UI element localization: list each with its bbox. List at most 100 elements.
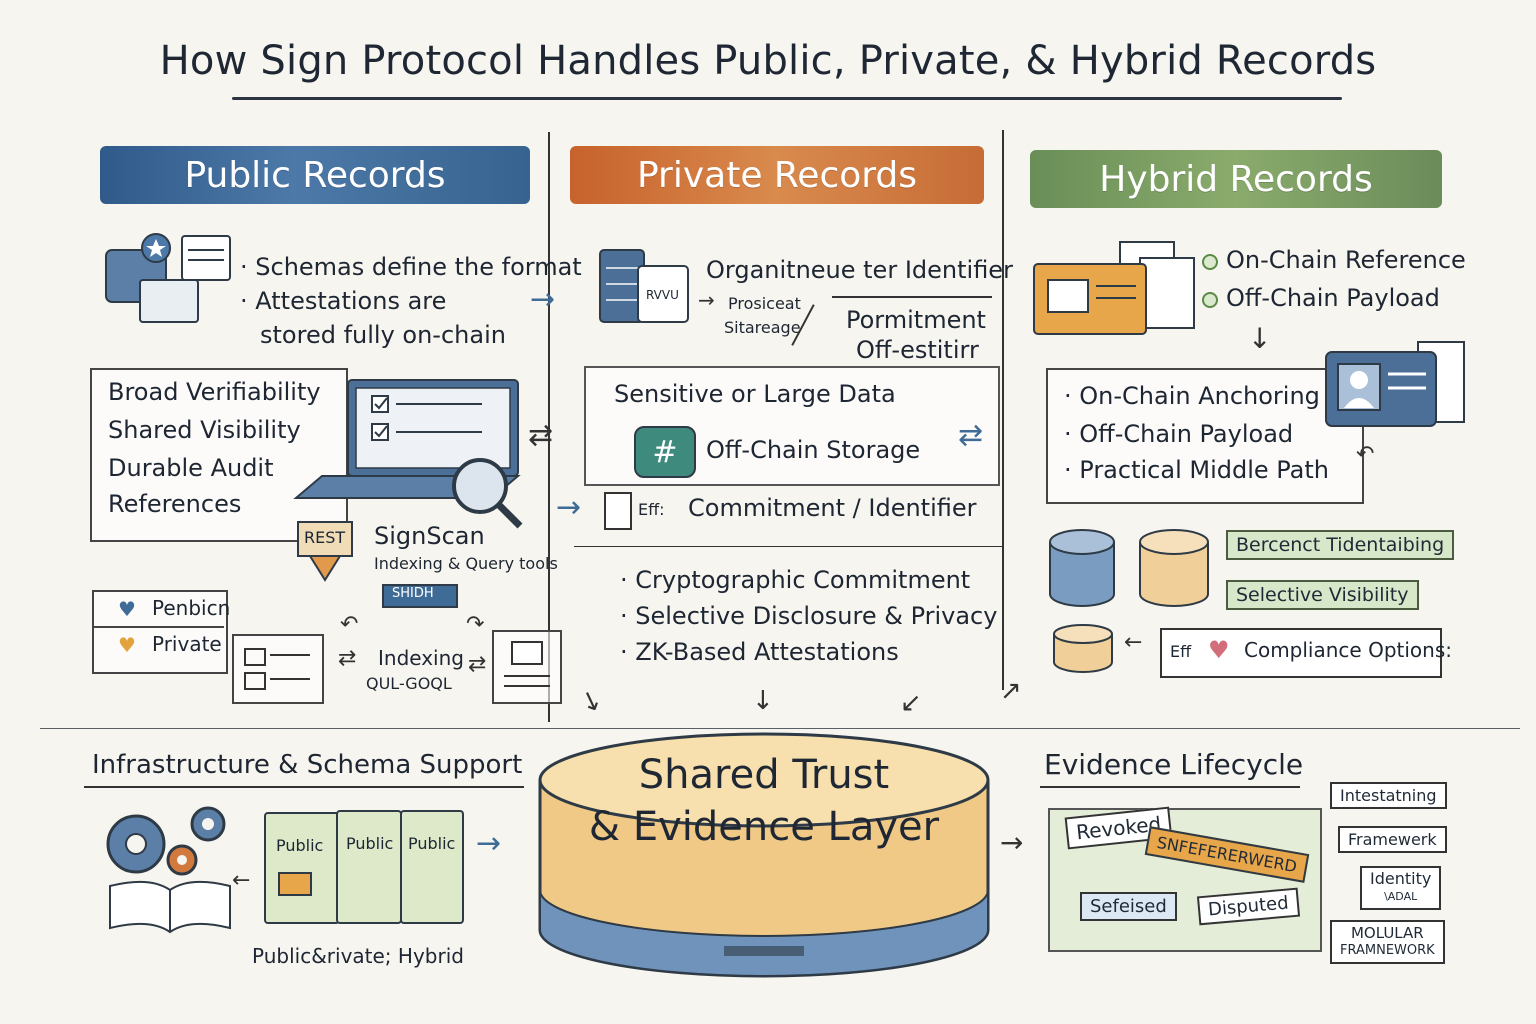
signscan-subtitle: Indexing & Query tools — [374, 554, 558, 573]
private-bullet-2: · Selective Disclosure & Privacy — [620, 602, 997, 630]
search-bar[interactable]: SHIDH — [382, 584, 458, 608]
rest-label: REST — [304, 528, 345, 547]
lifecycle-heading: Evidence Lifecycle — [1044, 748, 1303, 781]
tag-modular: MOLULAR FRAMNEWORK — [1330, 920, 1445, 964]
id-card-icon — [1322, 338, 1472, 434]
private-section-divider — [574, 546, 1004, 547]
hybrid-bullet-1: · On-Chain Anchoring — [1064, 382, 1320, 410]
public-records-banner: Public Records — [100, 146, 530, 204]
hash-icon: # — [634, 426, 696, 478]
core-line-1: Shared Trust — [534, 752, 994, 798]
tag-bercenct: Bercenct Tidentaibing — [1226, 530, 1454, 560]
core-line-2: & Evidence Layer — [534, 804, 994, 850]
tag-identity: Identity \ADAL — [1360, 866, 1441, 910]
arrow-to-doc: ↷ — [466, 612, 484, 637]
arrow-book-to-docs: ← — [232, 868, 250, 893]
prop-durable-audit: Durable Audit — [108, 454, 274, 482]
database-cylinders-icon — [1046, 528, 1222, 610]
arrow-public-to-core: ↘ — [576, 683, 607, 719]
doc-badge-label: RVVU — [646, 288, 679, 302]
arrow-to-commitment: → — [556, 490, 581, 525]
arrow-private-to-core: ↓ — [752, 686, 774, 716]
tag-intestatning: Intestatning — [1330, 782, 1447, 809]
identity-sub-label: \ADAL — [1370, 888, 1431, 906]
seleised-tag: Sefeised — [1080, 892, 1177, 921]
heart-check-icon: ♥ — [1208, 636, 1230, 664]
public-bullet-3: stored fully on-chain — [260, 321, 506, 349]
arrow-curve-hybrid: ↶ — [1356, 442, 1374, 467]
arrow-public-to-private: → — [530, 282, 555, 317]
search-bar-label: SHIDH — [392, 586, 434, 601]
public-doc-label-2: Public — [346, 834, 393, 853]
heart-icon-blue: ♥ — [118, 597, 136, 621]
public-bullet-2: · Attestations are — [240, 287, 446, 315]
form-line-2 — [270, 678, 310, 680]
offchain-storage-label: Off-Chain Storage — [706, 436, 920, 464]
infra-caption: Public&rivate; Hybrid — [252, 944, 464, 968]
arrow-to-prosiceat: → — [698, 288, 715, 312]
sensitive-data-label: Sensitive or Large Data — [614, 380, 896, 408]
identity-label: Identity — [1370, 870, 1431, 888]
prop-references: References — [108, 490, 241, 518]
arrow-private-hybrid-bidirectional: ⇄ — [958, 418, 983, 453]
gears-book-icon — [90, 804, 240, 934]
public-doc-card-3: Public — [400, 810, 464, 924]
form-checkbox-2 — [244, 672, 266, 690]
signscan-title: SignScan — [374, 522, 485, 550]
records-table-divider — [92, 626, 224, 628]
database-small-icon — [1050, 624, 1116, 674]
arrow-core-to-lifecycle: → — [1000, 826, 1023, 859]
arrow-public-private-bidirectional: ⇄ — [528, 418, 553, 453]
query-label: QUL-GOQL — [366, 674, 452, 693]
prosiceat-label: Prosiceat — [728, 294, 801, 313]
public-devices-icon — [104, 232, 234, 327]
arrow-core-to-hybrid: ↗ — [1000, 676, 1022, 706]
form-checkbox-1 — [244, 648, 266, 666]
offchain-payload-ref-label: Off-Chain Payload — [1226, 284, 1440, 312]
lifecycle-underline — [1040, 786, 1300, 788]
tag-framewerk: Framewerk — [1338, 826, 1447, 853]
public-doc-card-1: Public — [264, 812, 340, 924]
tag-selective-visibility: Selective Visibility — [1226, 580, 1419, 610]
bullet-dot-onchain — [1202, 254, 1218, 270]
server-doc-icon: RVVU — [598, 248, 694, 328]
offestitirr-label: Off-estitirr — [856, 336, 979, 364]
page-title: How Sign Protocol Handles Public, Privat… — [0, 38, 1536, 84]
indexing-label: Indexing — [378, 646, 464, 670]
hybrid-folder-docs-icon — [1030, 236, 1200, 340]
public-doc-card-2: Public — [336, 810, 402, 924]
public-bullet-1: · Schemas define the format — [240, 253, 582, 281]
public-doc-label-1: Public — [276, 836, 323, 855]
row-label-public: Penbicn — [152, 596, 230, 620]
commitment-identifier-label: Commitment / Identifier — [688, 494, 977, 522]
arrow-down-hybrid: ↓ — [1248, 322, 1271, 355]
doc-icon — [492, 630, 562, 704]
arrow-to-compliance: ← — [1124, 630, 1142, 655]
org-identifier-label: Organitneue ter Identifier — [706, 256, 1013, 284]
id-card-mini-icon — [278, 872, 312, 896]
hybrid-records-banner: Hybrid Records — [1030, 150, 1442, 208]
modular-label: MOLULAR — [1340, 924, 1435, 942]
eff-label-private: Eff: — [638, 500, 665, 519]
heart-icon-yellow: ♥ — [118, 633, 136, 657]
title-underline — [232, 97, 1342, 100]
hybrid-bullet-2: · Off-Chain Payload — [1064, 420, 1293, 448]
infrastructure-underline — [84, 786, 524, 788]
private-records-banner: Private Records — [570, 146, 984, 204]
infrastructure-heading: Infrastructure & Schema Support — [92, 750, 522, 780]
arrow-docs-to-core: → — [476, 826, 501, 861]
sitareage-label: Sitareage — [724, 318, 801, 337]
arrow-to-form: ⇄ — [338, 646, 356, 671]
form-line-1 — [270, 654, 310, 656]
prop-broad-verifiability: Broad Verifiability — [108, 378, 321, 406]
rest-badge: REST — [296, 520, 354, 584]
laptop-checklist-icon — [292, 376, 532, 536]
form-doc-icon — [232, 634, 324, 704]
arrow-to-doc-small: ⇄ — [468, 652, 486, 677]
bullet-dot-offchain — [1202, 292, 1218, 308]
divider-right — [1002, 130, 1004, 690]
arrow-to-table: ↶ — [340, 612, 358, 637]
pormitment-label: Pormitment — [846, 306, 986, 334]
row-label-private: Private — [152, 632, 222, 656]
onchain-reference-label: On-Chain Reference — [1226, 246, 1466, 274]
